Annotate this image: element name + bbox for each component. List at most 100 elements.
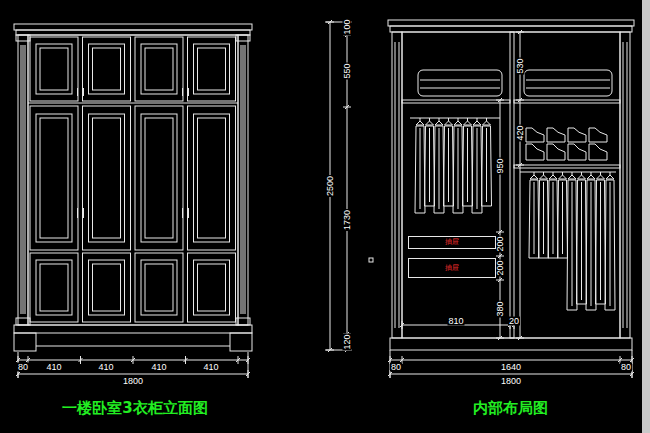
pilaster [620, 32, 630, 338]
hanger [587, 172, 595, 179]
door-handle [182, 208, 183, 218]
garment [548, 180, 558, 258]
pilaster-flute [21, 45, 22, 314]
shoe [526, 144, 544, 160]
dimension-text: 200 [496, 259, 505, 276]
shoe [568, 128, 586, 142]
crown-moulding [14, 24, 252, 30]
folded-clothes [420, 88, 500, 89]
door-handle [77, 88, 78, 96]
door-panel-inner [198, 48, 226, 90]
garment [581, 182, 582, 300]
dimension-tick [400, 358, 404, 362]
dimension-text: 810 [447, 317, 464, 326]
partition [510, 32, 514, 338]
garment [477, 128, 478, 209]
shoe [568, 144, 586, 160]
dimension-tick [246, 358, 250, 362]
hanger [568, 172, 576, 179]
door-panel [36, 114, 72, 242]
upper-door [30, 37, 78, 101]
drawer-label: 抽屉 [445, 265, 459, 272]
drawer: 抽屉 [408, 258, 496, 278]
garment [415, 126, 425, 213]
dimension-tick [498, 230, 502, 234]
folded-clothes [418, 70, 502, 96]
hanger [559, 172, 567, 179]
folded-clothes [526, 80, 610, 81]
dimension-tick [26, 358, 30, 362]
main-door [188, 106, 236, 250]
hanger [435, 118, 443, 125]
dimension-text: 380 [496, 300, 505, 317]
shoe [547, 128, 565, 142]
garment [553, 182, 554, 254]
garment [482, 126, 492, 206]
garment [486, 128, 487, 202]
plinth [14, 325, 252, 333]
door-panel [141, 114, 177, 242]
dimension-text: 1730 [343, 209, 352, 231]
hanger [597, 172, 605, 179]
dimension-text: 530 [516, 57, 525, 74]
pilaster-flute [245, 45, 246, 314]
garment [534, 182, 535, 254]
hanger [464, 118, 472, 125]
garment [591, 182, 592, 306]
dimension-tick [246, 372, 250, 376]
dimension-text: 100 [343, 18, 352, 35]
dimension-tick [79, 358, 83, 362]
dimension-tick [236, 358, 240, 362]
dimension-tick [498, 278, 502, 282]
garment [543, 182, 544, 254]
dimension-text: 1800 [122, 377, 144, 386]
lower-door [135, 253, 183, 322]
dimension-text: 80 [17, 363, 29, 372]
lower-door [188, 253, 236, 322]
garment [529, 180, 539, 258]
door-panel [141, 260, 177, 315]
dimension-tick [498, 336, 502, 340]
dimension-text: 2500 [326, 175, 335, 197]
marker [369, 258, 373, 262]
dimension-tick [388, 358, 392, 362]
garment [586, 180, 596, 310]
crown-moulding [16, 30, 250, 35]
garment [434, 126, 444, 213]
door-handle [77, 208, 78, 218]
dimension-text: 80 [390, 363, 402, 372]
pilaster [238, 35, 248, 325]
garment [572, 182, 573, 306]
garment [448, 128, 449, 202]
dimension-line [520, 32, 521, 338]
folded-clothes [524, 70, 612, 96]
lower-door [30, 253, 78, 322]
garment [467, 128, 468, 202]
dimension-text: 1800 [500, 377, 522, 386]
hanger [549, 172, 557, 179]
pilaster-flute [241, 45, 242, 314]
door-panel-inner [40, 48, 68, 90]
dimension-text: 1640 [500, 363, 522, 372]
foot [230, 333, 252, 351]
door-panel-inner [198, 264, 226, 311]
garment [600, 182, 601, 300]
upper-door [135, 37, 183, 101]
dimension-text: 200 [496, 235, 505, 252]
door-panel [141, 44, 177, 94]
door-panel-inner [40, 118, 68, 238]
garment [439, 128, 440, 209]
cabinet-body [28, 35, 238, 325]
dimension-tick [518, 336, 522, 340]
dimension-tick [630, 358, 634, 362]
shoe [589, 144, 607, 160]
shelf [514, 165, 620, 168]
hanger [540, 172, 548, 179]
garment [425, 126, 435, 206]
dimension-text: 550 [343, 62, 352, 79]
door-handle [188, 88, 189, 96]
crown-moulding [390, 26, 632, 32]
door-panel-inner [145, 264, 173, 311]
folded-clothes [526, 88, 610, 89]
pilaster-flute [23, 45, 24, 314]
